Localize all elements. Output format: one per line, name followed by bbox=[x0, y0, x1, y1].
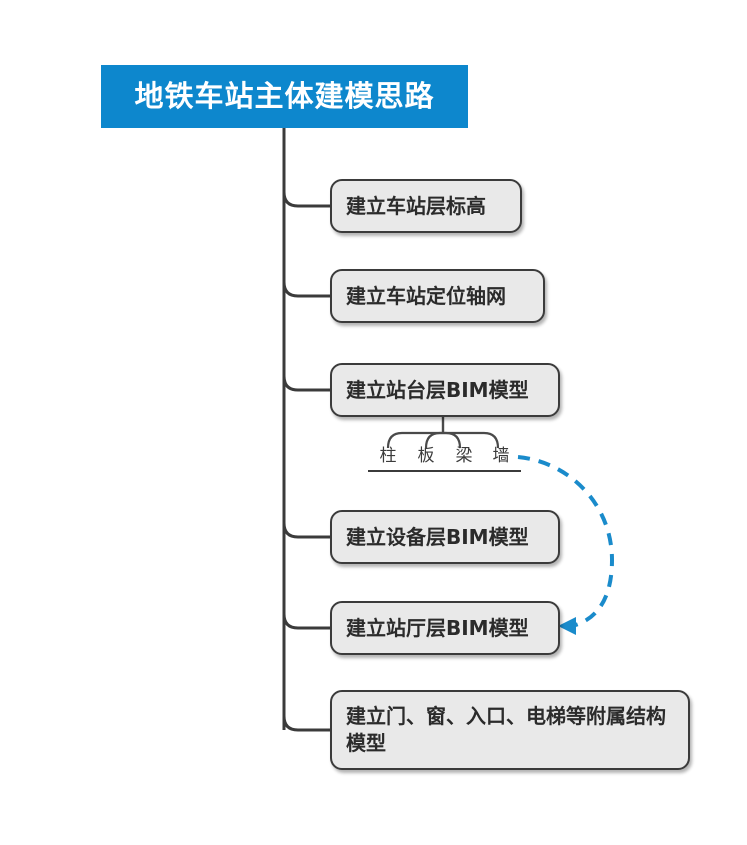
sub-node-3-label: 梁 bbox=[455, 446, 473, 466]
sub-node-3[interactable]: 梁 bbox=[444, 448, 484, 472]
elbow-connector-1 bbox=[282, 190, 332, 208]
branch-node-3[interactable]: 建立站台层BIM模型 bbox=[330, 363, 560, 417]
sub-node-1[interactable]: 柱 bbox=[368, 448, 408, 472]
elbow-connector-2 bbox=[282, 280, 332, 298]
elbow-connector-3 bbox=[282, 374, 332, 392]
feedback-arrow-head bbox=[558, 617, 576, 635]
branch-node-3-label: 建立站台层BIM模型 bbox=[346, 377, 529, 402]
elbow-connector-4 bbox=[282, 521, 332, 539]
sub-node-3-underline bbox=[444, 470, 484, 472]
root-node[interactable]: 地铁车站主体建模思路 bbox=[101, 65, 468, 128]
branch-node-6-label: 建立门、窗、入口、电梯等附属结构模型 bbox=[346, 704, 666, 755]
branch-node-1[interactable]: 建立车站层标高 bbox=[330, 179, 522, 233]
sub-node-2-underline bbox=[406, 470, 446, 472]
elbow-connector-5 bbox=[282, 612, 332, 630]
branch-node-4[interactable]: 建立设备层BIM模型 bbox=[330, 510, 560, 564]
sub-node-2[interactable]: 板 bbox=[406, 448, 446, 472]
branch-node-5-label: 建立站厅层BIM模型 bbox=[346, 615, 529, 640]
sub-node-1-underline bbox=[368, 470, 408, 472]
sub-node-2-label: 板 bbox=[417, 446, 435, 466]
branch-node-4-label: 建立设备层BIM模型 bbox=[346, 524, 529, 549]
sub-node-4[interactable]: 墙 bbox=[481, 448, 521, 472]
subbranch-bar-outer bbox=[386, 431, 500, 449]
branch-node-2[interactable]: 建立车站定位轴网 bbox=[330, 269, 545, 323]
branch-node-5[interactable]: 建立站厅层BIM模型 bbox=[330, 601, 560, 655]
branch-node-2-label: 建立车站定位轴网 bbox=[346, 283, 506, 308]
sub-node-1-label: 柱 bbox=[379, 446, 397, 466]
root-node-label: 地铁车站主体建模思路 bbox=[134, 78, 435, 113]
sub-node-4-label: 墙 bbox=[492, 446, 510, 466]
elbow-connector-6 bbox=[282, 714, 332, 732]
branch-node-6[interactable]: 建立门、窗、入口、电梯等附属结构模型 bbox=[330, 690, 690, 770]
branch-node-1-label: 建立车站层标高 bbox=[346, 193, 486, 218]
sub-node-4-underline bbox=[481, 470, 521, 472]
